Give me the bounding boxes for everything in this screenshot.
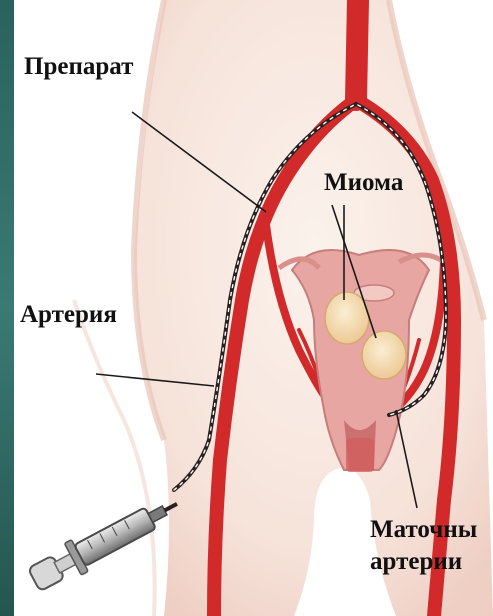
syringe-barrel — [74, 507, 156, 566]
aorta — [356, 0, 358, 100]
label-drug: Препарат — [24, 52, 133, 82]
label-myoma: Миома — [324, 168, 403, 198]
label-uterine-arteries-line1: Маточны — [370, 514, 477, 546]
vagina-canal — [346, 438, 374, 472]
syringe-icon — [25, 488, 185, 596]
label-artery: Артерия — [20, 300, 117, 330]
myoma-node-upper — [325, 292, 369, 344]
slide-edge-stripe — [0, 0, 14, 616]
uterine-artery-embolization-illustration: Препарат Миома Артерия Маточны артерии — [14, 0, 493, 616]
label-uterine-arteries-line2: артерии — [370, 546, 477, 578]
label-uterine-arteries: Маточны артерии — [370, 514, 477, 578]
myoma-node-lower — [362, 331, 406, 379]
